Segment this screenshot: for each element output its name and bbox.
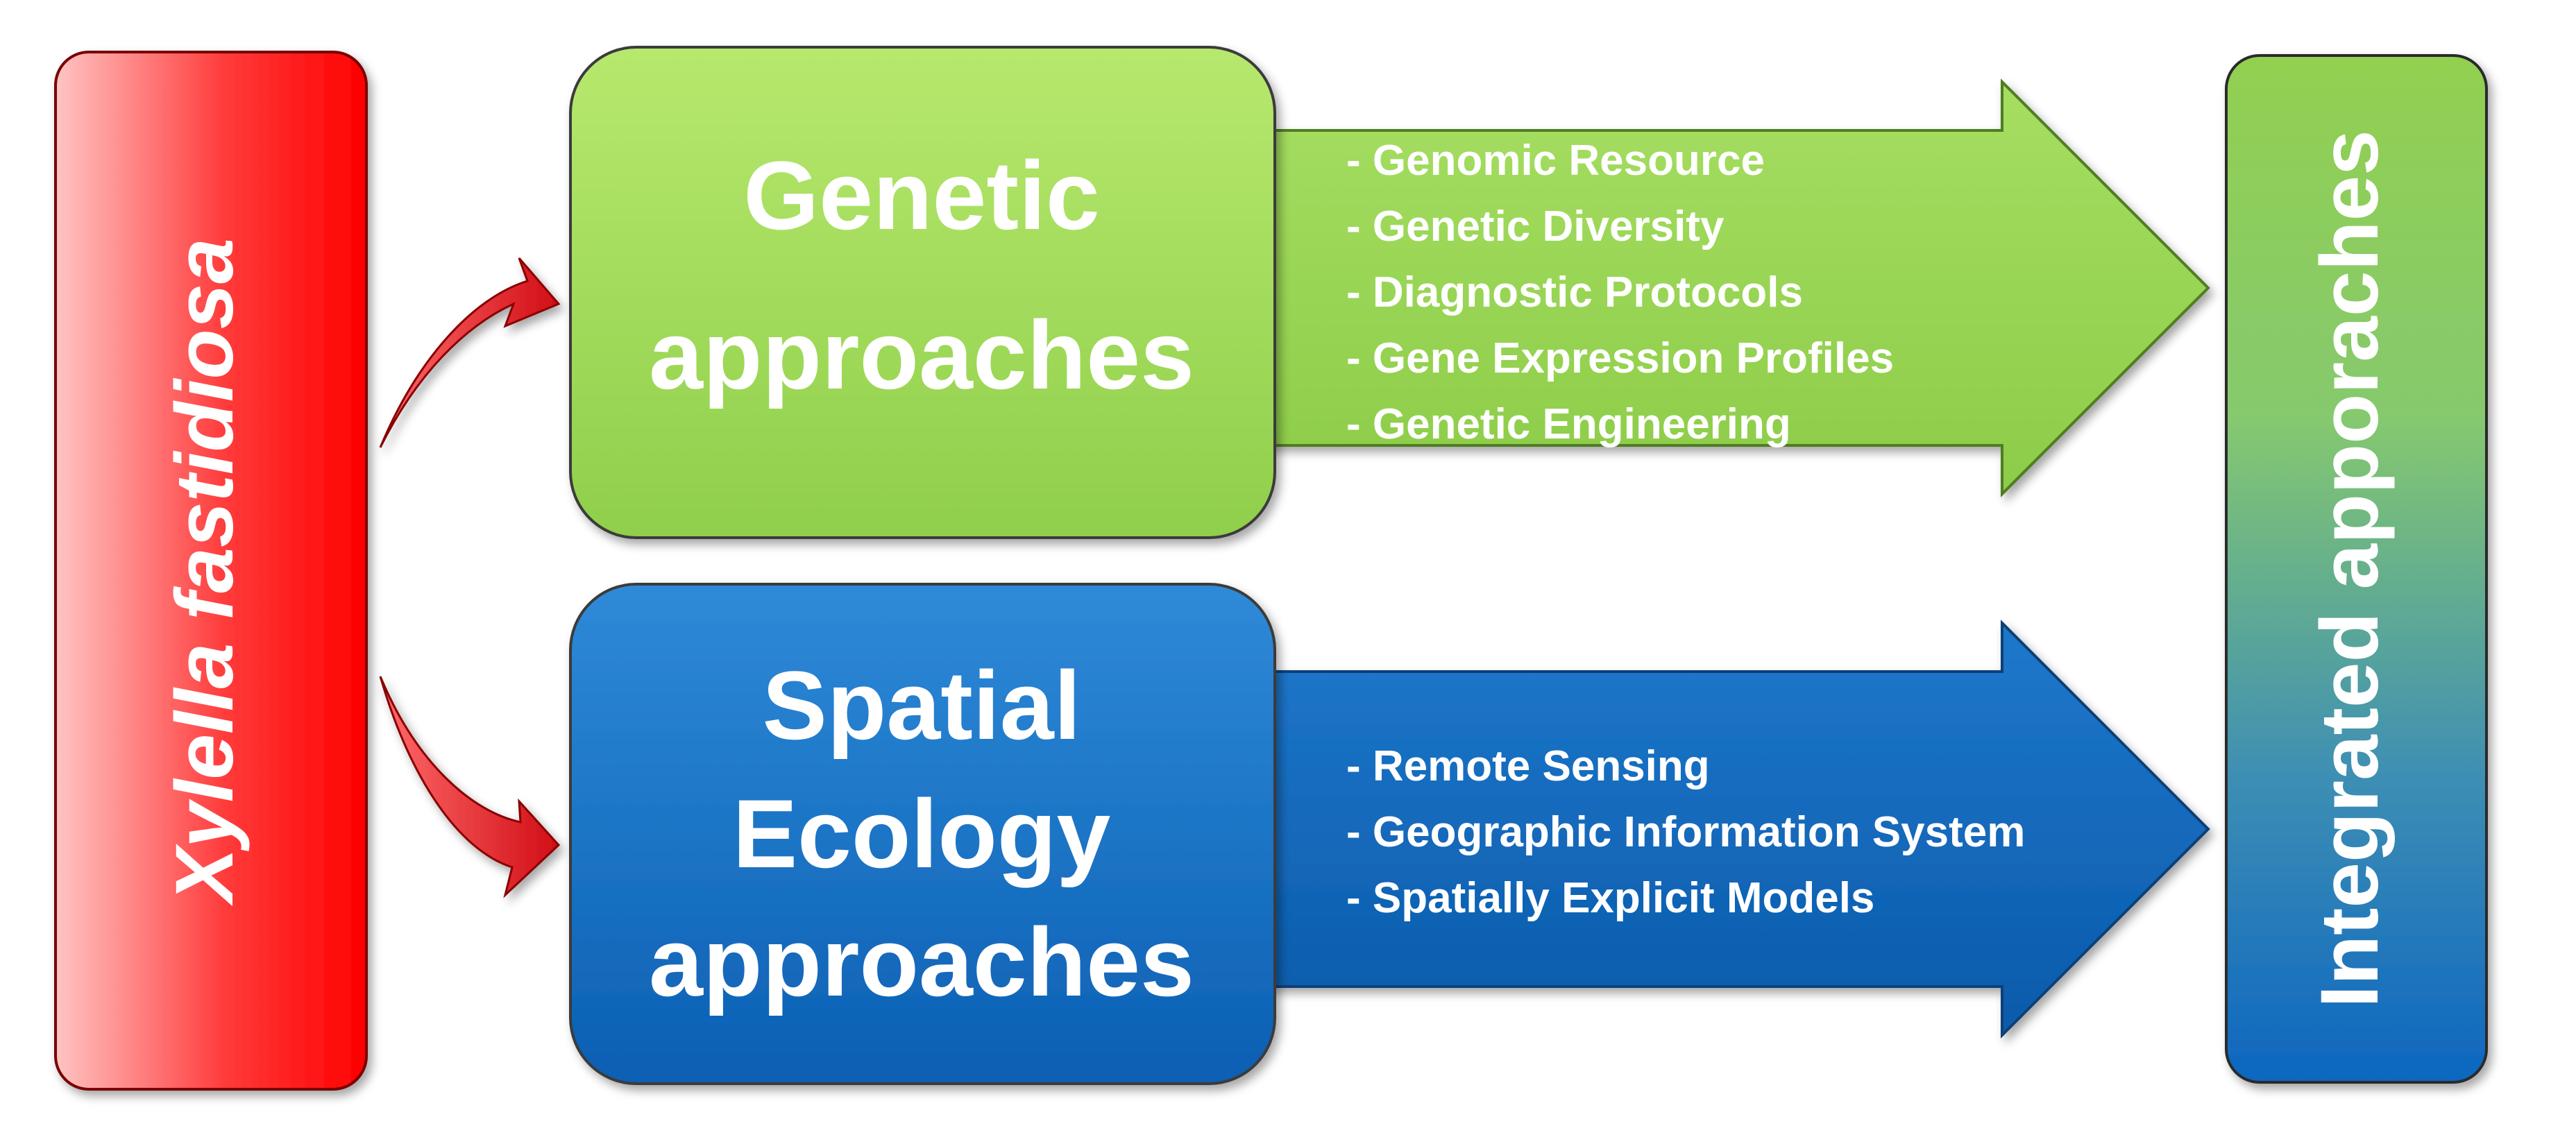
genetic-item: - Genetic Engineering	[1346, 400, 1791, 448]
integrated-box: Integrated apporaches	[2225, 54, 2488, 1084]
spatial-arrow	[1234, 620, 2210, 1039]
genetic-item: - Genomic Resource	[1346, 137, 1765, 185]
spatial-box: Spatial Ecology approaches	[569, 583, 1276, 1085]
spatial-title-line-1: Spatial	[762, 651, 1081, 760]
spatial-item: - Spatially Explicit Models	[1346, 874, 1874, 922]
genetic-title-line-2: approaches	[649, 300, 1194, 409]
genetic-items-list: - Genomic Resource - Genetic Diversity -…	[1346, 137, 1894, 448]
spatial-item: - Remote Sensing	[1346, 742, 1710, 790]
spatial-items-list: - Remote Sensing - Geographic Informatio…	[1346, 742, 2025, 922]
genetic-item: - Genetic Diversity	[1346, 203, 1725, 250]
spatial-title-line-3: approaches	[649, 907, 1194, 1016]
integrated-label: Integrated apporaches	[2304, 130, 2396, 1008]
curved-arrow-down	[379, 676, 561, 898]
spatial-title-line-2: Ecology	[733, 779, 1111, 888]
genetic-arrow	[1234, 78, 2210, 497]
organism-label: Xylella fastidiosa	[159, 238, 251, 907]
genetic-title-line-1: Genetic	[743, 141, 1100, 250]
organism-box: Xylella fastidiosa	[54, 51, 368, 1091]
genetic-item: - Gene Expression Profiles	[1346, 334, 1894, 382]
spatial-item: - Geographic Information System	[1346, 808, 2025, 856]
genetic-item: - Diagnostic Protocols	[1346, 268, 1803, 316]
genetic-box: Genetic approaches	[569, 46, 1276, 539]
curved-arrow-up	[379, 257, 561, 448]
